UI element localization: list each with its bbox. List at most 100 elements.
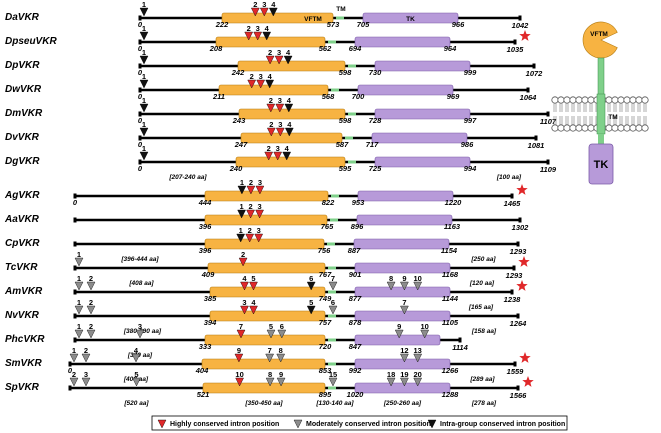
start-cap: [73, 265, 77, 271]
vftm-end-coordinate: 562: [319, 44, 332, 53]
highly-conserved-intron-marker: [247, 79, 257, 89]
vftm-end-coordinate: 765: [321, 222, 334, 231]
intron-number: 3: [277, 48, 281, 57]
intra-group-intron-marker: [262, 31, 272, 41]
aa-gap-label: [207-240 aa]: [168, 174, 207, 181]
vftm-start-coordinate: 242: [231, 68, 245, 77]
intron-number: 3: [278, 96, 282, 105]
vftm-end-coordinate: 573: [327, 20, 340, 29]
vftm-end-coordinate: 595: [339, 164, 352, 173]
lipid-head: [641, 124, 649, 132]
tk-start-coordinate: 1020: [347, 390, 365, 399]
lipid-head: [551, 96, 559, 104]
moderately-conserved-intron-marker: [81, 377, 91, 387]
moderately-conserved-intron-marker: [328, 377, 338, 387]
moderately-conserved-intron-marker: [276, 353, 286, 363]
intron-number: 2: [84, 346, 88, 355]
highly-conserved-intron-marker: [235, 377, 244, 387]
intron-number: 5: [134, 370, 138, 379]
intron-number: 2: [248, 226, 252, 235]
intron-number: 1: [142, 72, 146, 81]
intron-number: 1: [77, 274, 81, 283]
intron-number: 10: [414, 274, 422, 283]
lipid-head: [569, 124, 577, 132]
highly-conserved-intron-marker: [234, 353, 244, 363]
tm-domain: [336, 16, 344, 20]
intron-number: 6: [331, 298, 335, 307]
tk-block: [588, 143, 614, 185]
intron-number: 4: [265, 24, 270, 33]
species-name: PhcVKR: [5, 334, 45, 345]
tk-domain: [354, 334, 441, 346]
intra-group-intron-marker: [282, 151, 292, 161]
tm-domain: [328, 362, 336, 366]
intron-number: 2: [247, 24, 251, 33]
tk-start-coordinate: 705: [357, 20, 370, 29]
highly-conserved-intron-marker: [238, 257, 248, 267]
highly-conserved-intron-marker: [245, 233, 255, 243]
intron-number: 3: [258, 202, 262, 211]
highly-conserved-intron-marker: [273, 151, 283, 161]
vftm-domain: [235, 156, 346, 168]
intron-number: 7: [331, 274, 335, 283]
start-cap: [138, 111, 142, 117]
tk-end-coordinate: 986: [461, 140, 474, 149]
end-coordinate: 1293: [510, 247, 528, 256]
intron-number: 9: [402, 274, 406, 283]
legend-highly-marker: [157, 419, 167, 429]
intron-number: 8: [389, 274, 393, 283]
tk-domain: [371, 132, 468, 144]
tk-start-coordinate: 728: [369, 116, 382, 125]
vftm-start-coordinate: 409: [201, 270, 215, 279]
tm-domain: [331, 88, 339, 92]
highly-conserved-intron-marker: [275, 127, 285, 137]
intron-number: 2: [253, 0, 257, 9]
species-name: DwVKR: [5, 84, 42, 95]
moderately-conserved-intron-marker: [86, 305, 96, 315]
tk-domain: [357, 190, 454, 202]
lipid-head: [581, 124, 589, 132]
tm-stalk: [597, 57, 605, 97]
vftm-domain: [237, 60, 346, 72]
intron-number: 1: [142, 0, 146, 9]
vftm-end-coordinate: 757: [319, 318, 332, 327]
tk-start-coordinate: 730: [369, 68, 382, 77]
moderately-conserved-intron-marker: [420, 329, 430, 339]
moderately-conserved-intron-marker: [328, 305, 338, 315]
vftm-end-coordinate: 598: [339, 116, 352, 125]
legend-highly-text: Highly conserved intron position: [170, 421, 279, 428]
lipid-head: [551, 124, 559, 132]
aa-gap-label: [396-444 aa]: [120, 256, 159, 263]
tk-label: TK: [406, 16, 415, 23]
schematic-tk-label: TK: [594, 159, 609, 171]
lipid-head: [635, 124, 643, 132]
vftm-start-coordinate: 385: [204, 294, 217, 303]
tm-domain: [328, 314, 336, 318]
tk-start-coordinate: 725: [369, 164, 382, 173]
tk-start-coordinate: 847: [349, 342, 362, 351]
tk-end-coordinate: 966: [452, 20, 465, 29]
vftm-end-coordinate: 749: [319, 294, 332, 303]
highly-conserved-intron-marker: [275, 103, 285, 113]
legend-intra-text: Intra-group conserved intron position: [440, 421, 565, 428]
intron-number: 10: [235, 370, 243, 379]
intron-number: 7: [268, 346, 272, 355]
moderately-conserved-intron-marker: [413, 353, 423, 363]
end-cap: [516, 385, 520, 391]
moderately-conserved-intron-marker: [81, 353, 91, 363]
moderately-conserved-intron-marker: [400, 353, 409, 363]
intron-number: 1: [142, 48, 146, 57]
moderately-conserved-intron-marker: [74, 305, 84, 315]
intron-number: 4: [268, 72, 273, 81]
vftm-start-coordinate: 247: [234, 140, 248, 149]
end-cap: [546, 111, 550, 117]
start-coordinate: 0: [138, 44, 143, 53]
lipid-head: [617, 124, 625, 132]
start-cap: [73, 217, 77, 223]
moderately-conserved-intron-marker: [132, 377, 141, 387]
start-cap: [138, 15, 142, 21]
species-name: SpVKR: [5, 382, 40, 393]
intron-number: 5: [309, 298, 313, 307]
